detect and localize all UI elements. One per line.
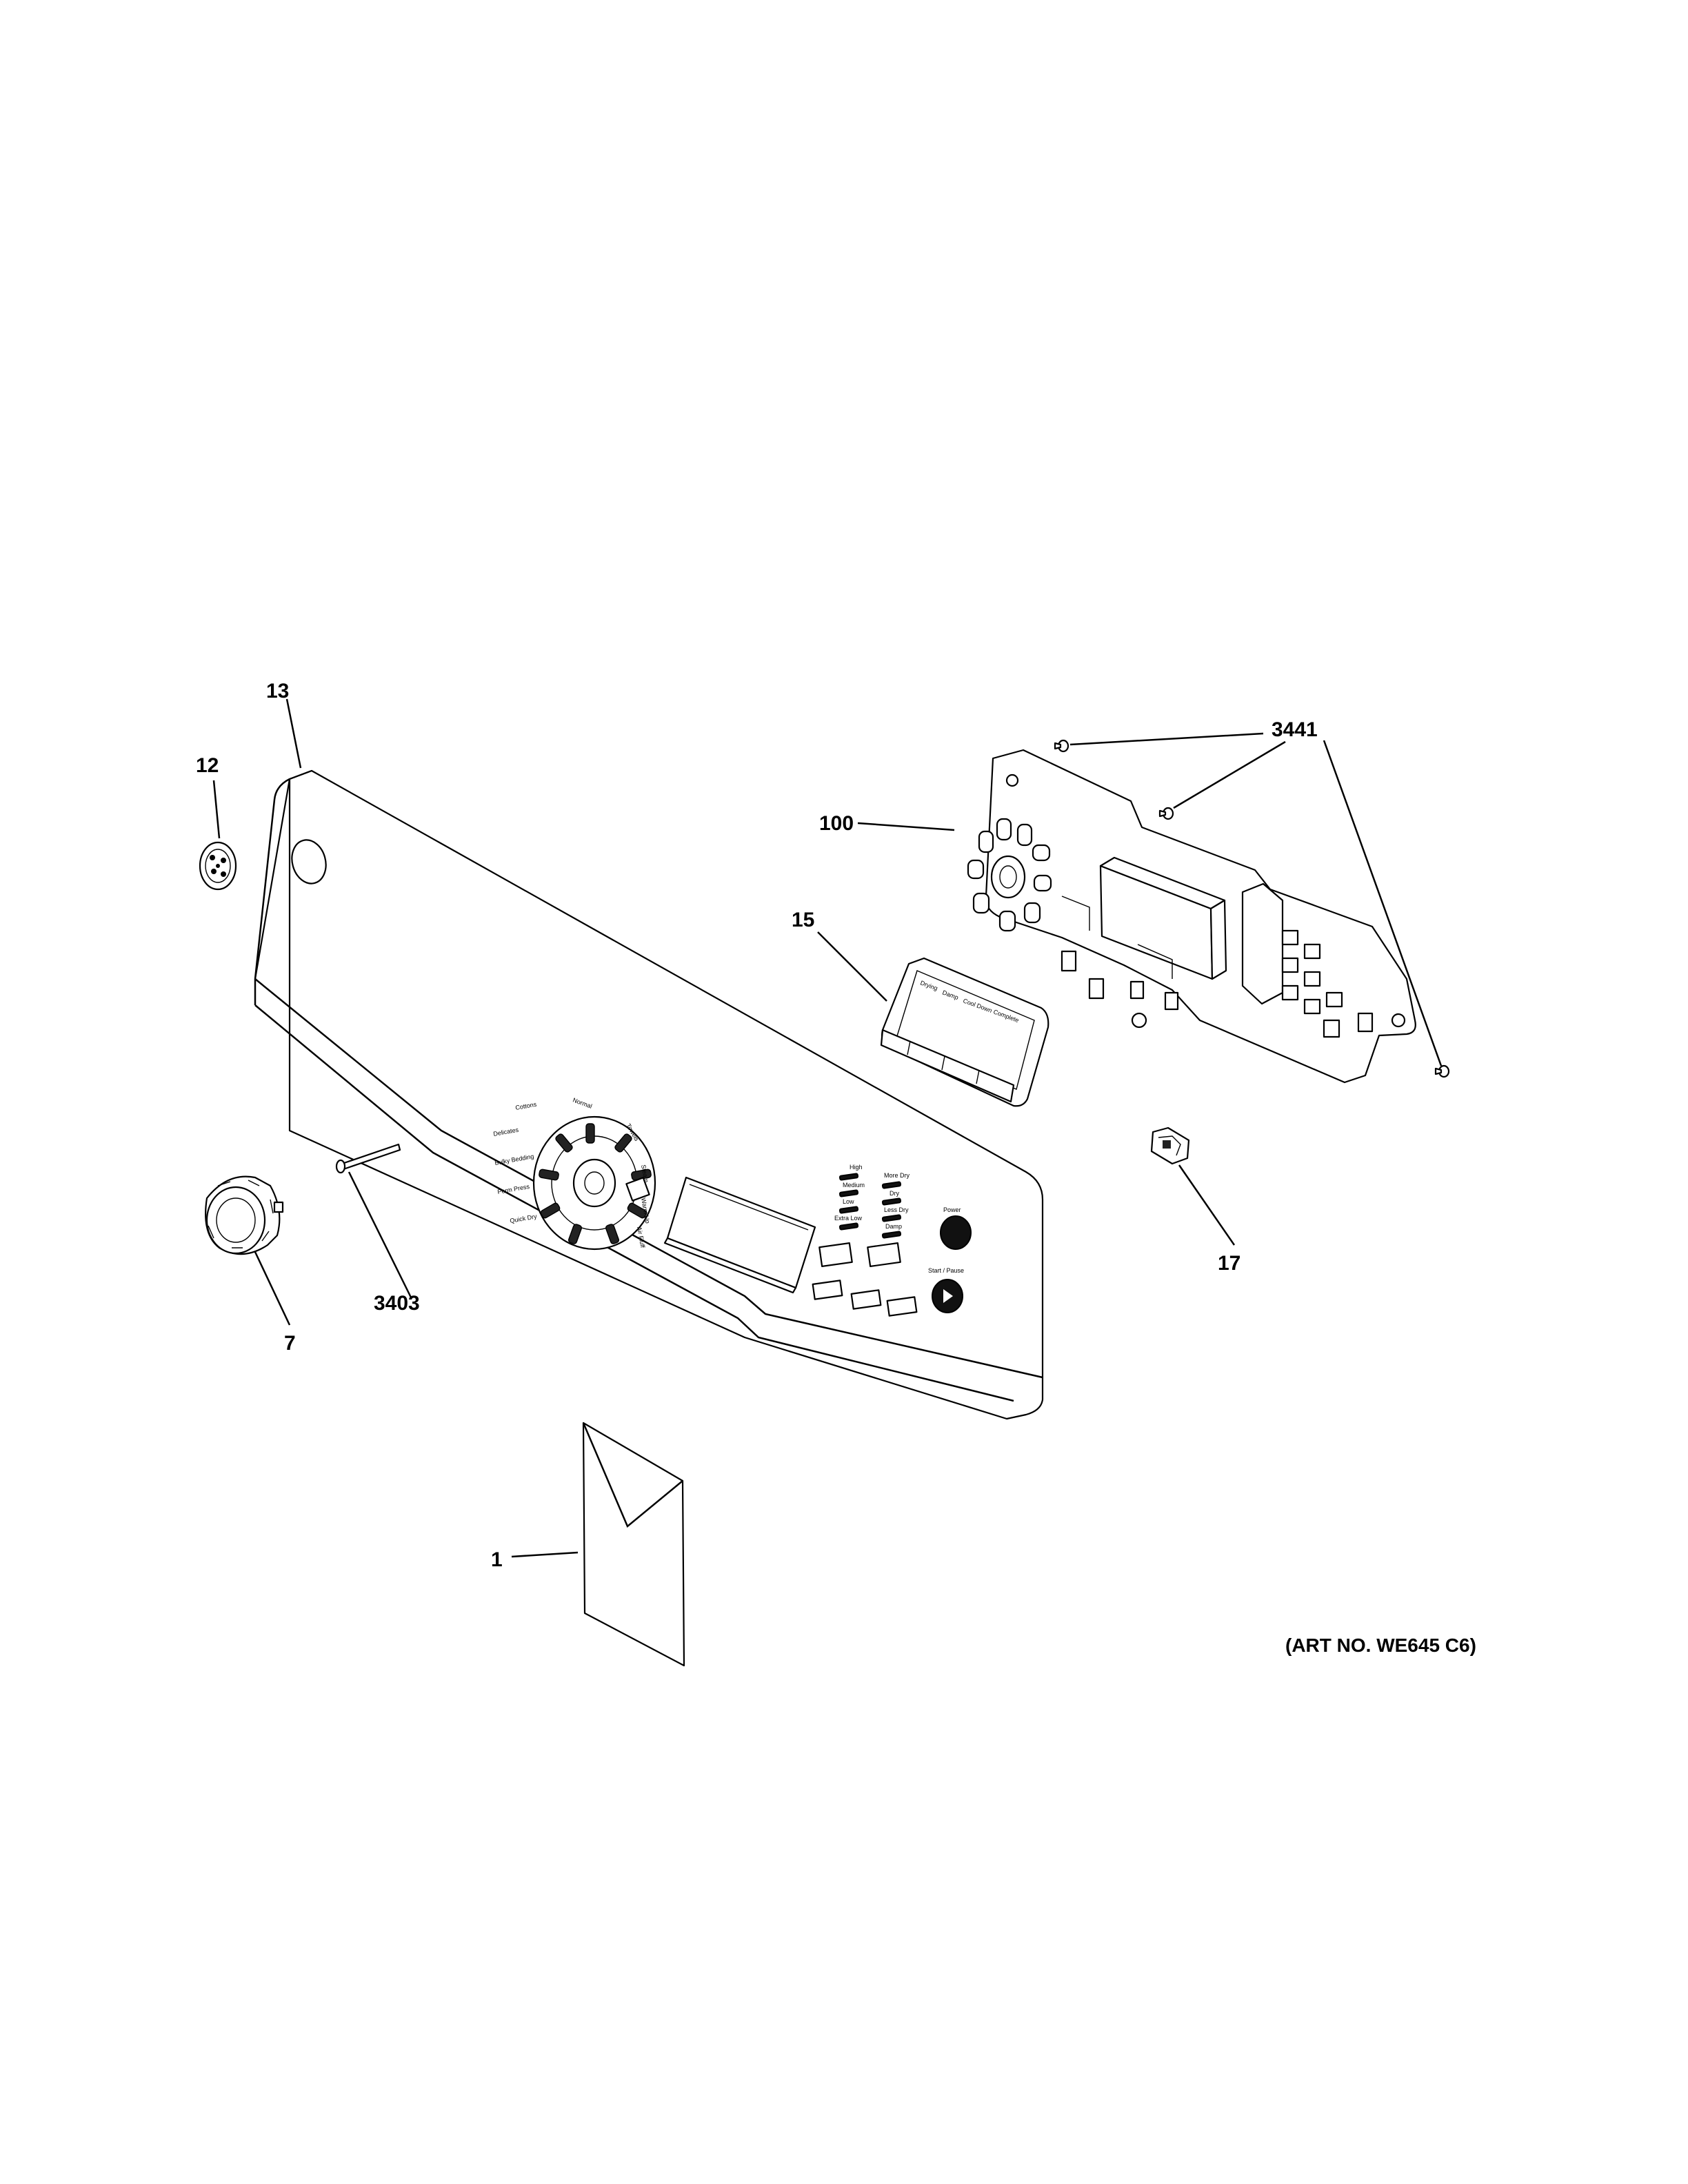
callout-3403: 3403	[374, 1292, 420, 1315]
callout-12: 12	[196, 754, 219, 777]
label-medium: Medium	[843, 1182, 865, 1189]
callout-3441: 3441	[1272, 718, 1318, 741]
dispenser-cap-part-12	[199, 841, 237, 891]
rotary-switch-cluster	[967, 818, 1052, 932]
label-dry: Dry	[890, 1190, 899, 1197]
callout-100: 100	[819, 812, 854, 835]
callout-1: 1	[491, 1548, 503, 1571]
indicator-lights: High Medium Low Extra Low More Dry Dry L…	[834, 1164, 910, 1239]
label-low: Low	[843, 1198, 854, 1205]
label-more-dry: More Dry	[884, 1172, 910, 1179]
callout-13: 13	[266, 680, 289, 702]
power-button-graphic: Power	[940, 1206, 972, 1250]
display-module-part-15: Drying Damp Cool Down Complete	[880, 957, 1049, 1107]
label-extra-low: Extra Low	[834, 1215, 863, 1222]
label-high: High	[850, 1164, 863, 1171]
literature-envelope-part-1	[582, 1422, 685, 1667]
dial-ring	[532, 1115, 656, 1251]
panel-buttons	[812, 1242, 918, 1317]
label-less-dry: Less Dry	[884, 1206, 909, 1213]
label-damp: Damp	[885, 1223, 902, 1230]
control-panel-part-13: Cottons Delicates Bulky Bedding Perm Pre…	[254, 769, 1044, 1420]
label-power: Power	[943, 1206, 961, 1213]
leader-lines	[212, 698, 1443, 1558]
clip-part-17	[1150, 1126, 1190, 1165]
callout-15: 15	[792, 909, 814, 931]
screw-part-3403	[335, 1143, 401, 1174]
knob-part-7	[205, 1175, 284, 1255]
callout-7: 7	[284, 1332, 296, 1355]
screws-part-3441	[1054, 739, 1450, 1078]
control-board-part-100	[967, 749, 1416, 1084]
display-window	[663, 1176, 816, 1294]
art-number: (ART NO. WE645 C6)	[1285, 1635, 1476, 1656]
start-pause-button-graphic: Start / Pause	[928, 1267, 964, 1313]
callout-17: 17	[1218, 1252, 1240, 1275]
label-start-pause: Start / Pause	[928, 1267, 964, 1274]
